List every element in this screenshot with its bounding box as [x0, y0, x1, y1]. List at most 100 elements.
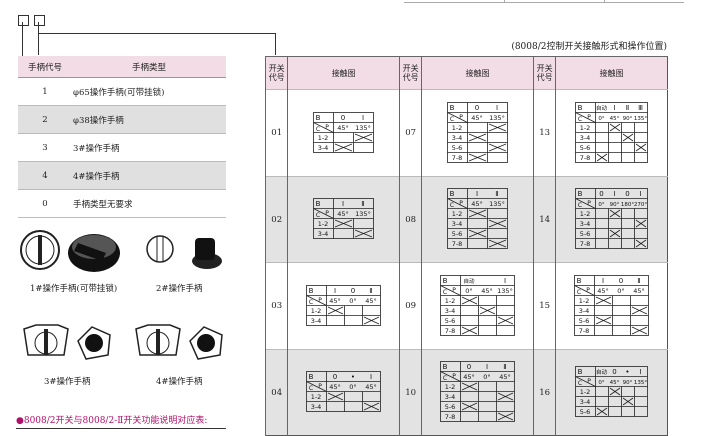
contact-row-label: 1-2: [311, 307, 322, 315]
switch-code: 02: [264, 176, 288, 263]
contact-closed-mark: [480, 306, 496, 314]
position-label: 0: [625, 190, 629, 198]
contact-row-label: 3-4: [318, 144, 329, 152]
corner-diagonal: [306, 294, 327, 306]
contact-row-label: 3-4: [445, 307, 456, 315]
position-label: Ⅰ: [476, 190, 478, 198]
label-c: C: [316, 212, 320, 219]
label-c: C: [309, 385, 313, 392]
contact-row-label: 7-8: [445, 413, 456, 421]
col-diagram: 接触图: [555, 56, 668, 90]
contact-row-label: 5-6: [445, 317, 456, 325]
contact-row-label: 3-4: [580, 398, 591, 406]
angle-label: 135°: [355, 210, 371, 218]
contact-row-label: 7-8: [452, 240, 463, 248]
label-p: P: [586, 287, 590, 294]
box-2: [34, 15, 45, 26]
corner-diagonal: [440, 284, 461, 296]
angle-label: 135°: [634, 116, 647, 122]
position-label: •: [626, 368, 630, 376]
label-c: C: [578, 380, 582, 387]
label-p: P: [587, 114, 591, 121]
angle-label: 135°: [634, 380, 647, 386]
handle-4-side-icon: [189, 326, 223, 360]
position-label: Ⅰ: [370, 373, 372, 381]
label-b: B: [443, 363, 448, 371]
position-label: Ⅰ: [602, 277, 604, 285]
footnote-rule: [16, 428, 226, 429]
angle-label: 90°: [623, 380, 633, 386]
col-diagram: 接触图: [421, 56, 534, 90]
caption-handle-1: 1#操作手柄(可带挂锁): [30, 284, 118, 294]
contact-row-label: 3-4: [579, 307, 590, 315]
contact-closed-mark: [462, 382, 478, 391]
contact-closed-mark: [462, 402, 478, 411]
contact-closed-mark: [469, 229, 487, 238]
handle-drawings: [20, 230, 223, 360]
header-checkboxes: [18, 11, 50, 30]
label-c: C: [450, 116, 454, 123]
label-p: P: [318, 297, 322, 304]
contact-row-label: 1-2: [579, 297, 590, 305]
label-c: C: [443, 289, 447, 296]
position-label: Ⅰ: [486, 363, 488, 371]
contact-row-label: 7-8: [580, 154, 591, 162]
label-b: B: [578, 368, 583, 376]
contact-row-label: 3-4: [445, 393, 456, 401]
switch-code: 15: [532, 262, 556, 350]
angle-label: 0°: [599, 380, 605, 386]
top-rule: [404, 0, 684, 3]
angle-label: 135°: [355, 124, 371, 132]
contact-row-label: 1-2: [580, 388, 591, 396]
contact-closed-mark: [609, 229, 621, 238]
label-p: P: [325, 124, 329, 131]
label-b: B: [309, 373, 314, 381]
angle-label: 135°: [489, 200, 505, 208]
contact-closed-mark: [489, 123, 507, 131]
contact-closed-mark: [462, 296, 478, 304]
contact-row-label: 5-6: [452, 144, 463, 152]
angle-label: 135°: [489, 114, 505, 122]
contact-closed-mark: [609, 209, 621, 218]
contact-closed-mark: [635, 143, 647, 151]
position-label: Ⅰ: [640, 368, 642, 376]
corner-diagonal: [575, 376, 596, 387]
contact-closed-mark: [462, 326, 478, 334]
contact-closed-mark: [596, 153, 608, 161]
label-b: B: [309, 287, 314, 295]
corner-diagonal: [313, 208, 334, 219]
angle-label: 45°: [329, 383, 341, 391]
contact-row-label: 1-2: [452, 210, 463, 218]
angle-label: 0°: [617, 287, 624, 295]
handle-3-side-icon: [77, 326, 111, 360]
contact-closed-mark: [355, 133, 373, 141]
bracket-horizontal: [38, 33, 276, 34]
switch-code: 04: [264, 349, 288, 436]
angle-label: 45°: [337, 124, 349, 132]
contact-closed-mark: [469, 133, 487, 141]
angle-label: 0°: [465, 287, 472, 295]
contact-closed-mark: [469, 153, 487, 161]
label-c: C: [443, 375, 447, 382]
position-label: Ⅱ: [361, 200, 364, 208]
switch-code: 16: [532, 349, 556, 436]
handle-1-side-icon: [68, 234, 120, 272]
angle-label: 45°: [365, 383, 377, 391]
angle-label: 45°: [471, 200, 483, 208]
contact-row-label: 3-4: [311, 403, 322, 411]
position-label: Ⅰ: [614, 190, 616, 198]
handle-type: φ65操作手柄(可带挂锁): [72, 77, 226, 106]
label-b: B: [577, 277, 582, 285]
position-label: Ⅱ: [626, 104, 629, 112]
